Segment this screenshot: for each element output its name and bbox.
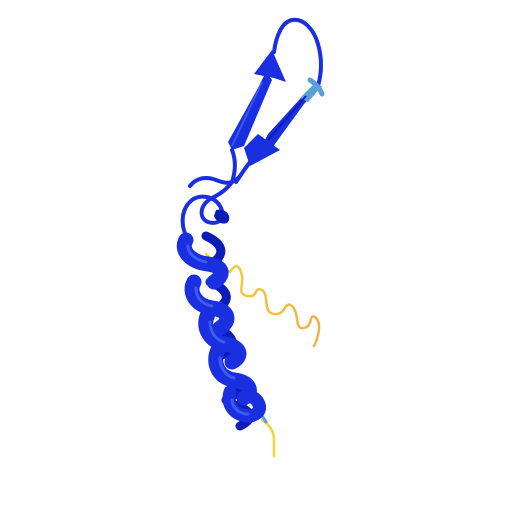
helix-turn-1: [176, 232, 229, 290]
beta-strand-2-tail: [234, 160, 252, 184]
beta-strand-2-arrowhead: [244, 134, 280, 166]
alpha-helix: [176, 231, 266, 431]
helix-turn-3: [198, 306, 247, 370]
c-terminal-tail: [260, 418, 276, 458]
beta-strand-2-body: [262, 86, 322, 148]
helix-highlights: [186, 244, 250, 416]
helix-turn-5: [222, 385, 266, 423]
beta-strand-1-base: [230, 148, 237, 184]
beta-strand-1-edge: [231, 81, 263, 147]
helix-turn-4: [208, 342, 257, 406]
upper-loop-bulb: [214, 209, 230, 224]
beta-strand-1-arrowhead: [254, 50, 286, 82]
upper-loop: [180, 180, 234, 238]
hairpin-loop: [272, 17, 323, 88]
disordered-loop: [204, 252, 321, 348]
beta-strand-2-edge: [267, 95, 307, 141]
beta-strand-1: [228, 50, 286, 184]
beta-strand-2: [234, 84, 322, 184]
